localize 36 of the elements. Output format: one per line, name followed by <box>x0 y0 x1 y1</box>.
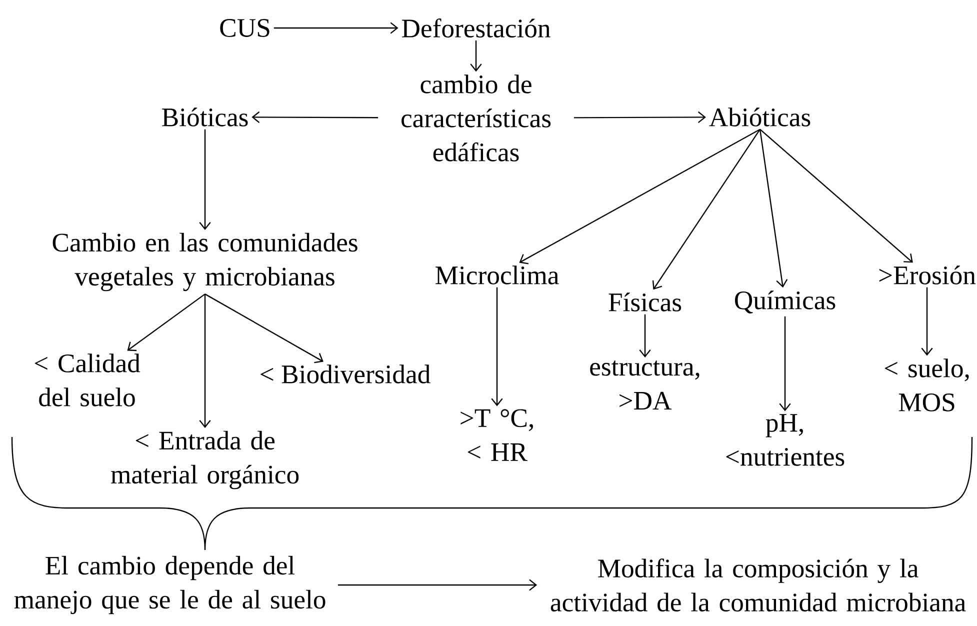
arrow <box>574 111 706 124</box>
text-label: Químicas <box>735 290 836 314</box>
arrow <box>519 128 760 264</box>
text-label: Modifica la composición y la actividad de la comunidad microbiana <box>550 558 966 612</box>
arrow <box>921 287 933 356</box>
arrow <box>639 314 651 358</box>
text-label: estructura, >DA <box>590 360 700 410</box>
arrow <box>199 129 211 230</box>
text-label: >T °C, < HR <box>460 409 533 461</box>
arrow <box>274 22 398 34</box>
text-label: Bióticas <box>162 108 248 126</box>
text-label: Deforestación <box>402 18 550 38</box>
arrow <box>470 40 482 72</box>
text-label: >Erosión <box>879 266 976 284</box>
text-label: pH, <nutrientes <box>726 414 844 466</box>
text-label: cambio de características edáficas <box>402 74 551 162</box>
arrow <box>779 316 791 412</box>
arrow <box>759 129 788 288</box>
arrow <box>491 287 503 406</box>
text-label: Cambio en las comunidades vegetales y microbianas <box>52 232 358 292</box>
text-label: El cambio depende del manejo que se le de al suelo <box>14 556 326 614</box>
arrow <box>252 111 378 123</box>
text-label: CUS <box>220 19 270 37</box>
arrow <box>127 294 206 352</box>
text-label: Físicas <box>608 292 682 312</box>
text-label: < suelo, MOS <box>884 358 969 412</box>
text-label: < Biodiversidad <box>260 364 430 384</box>
text-label: < Entrada de material orgánico <box>111 430 299 490</box>
arrow <box>204 294 324 364</box>
text-label: Abióticas <box>709 108 810 126</box>
arrow <box>652 129 760 290</box>
arrow <box>199 294 211 428</box>
arrow <box>760 128 913 263</box>
arrow <box>338 579 538 591</box>
text-label: Microclima <box>436 266 559 284</box>
text-label: < Calidad del suelo <box>34 354 140 406</box>
